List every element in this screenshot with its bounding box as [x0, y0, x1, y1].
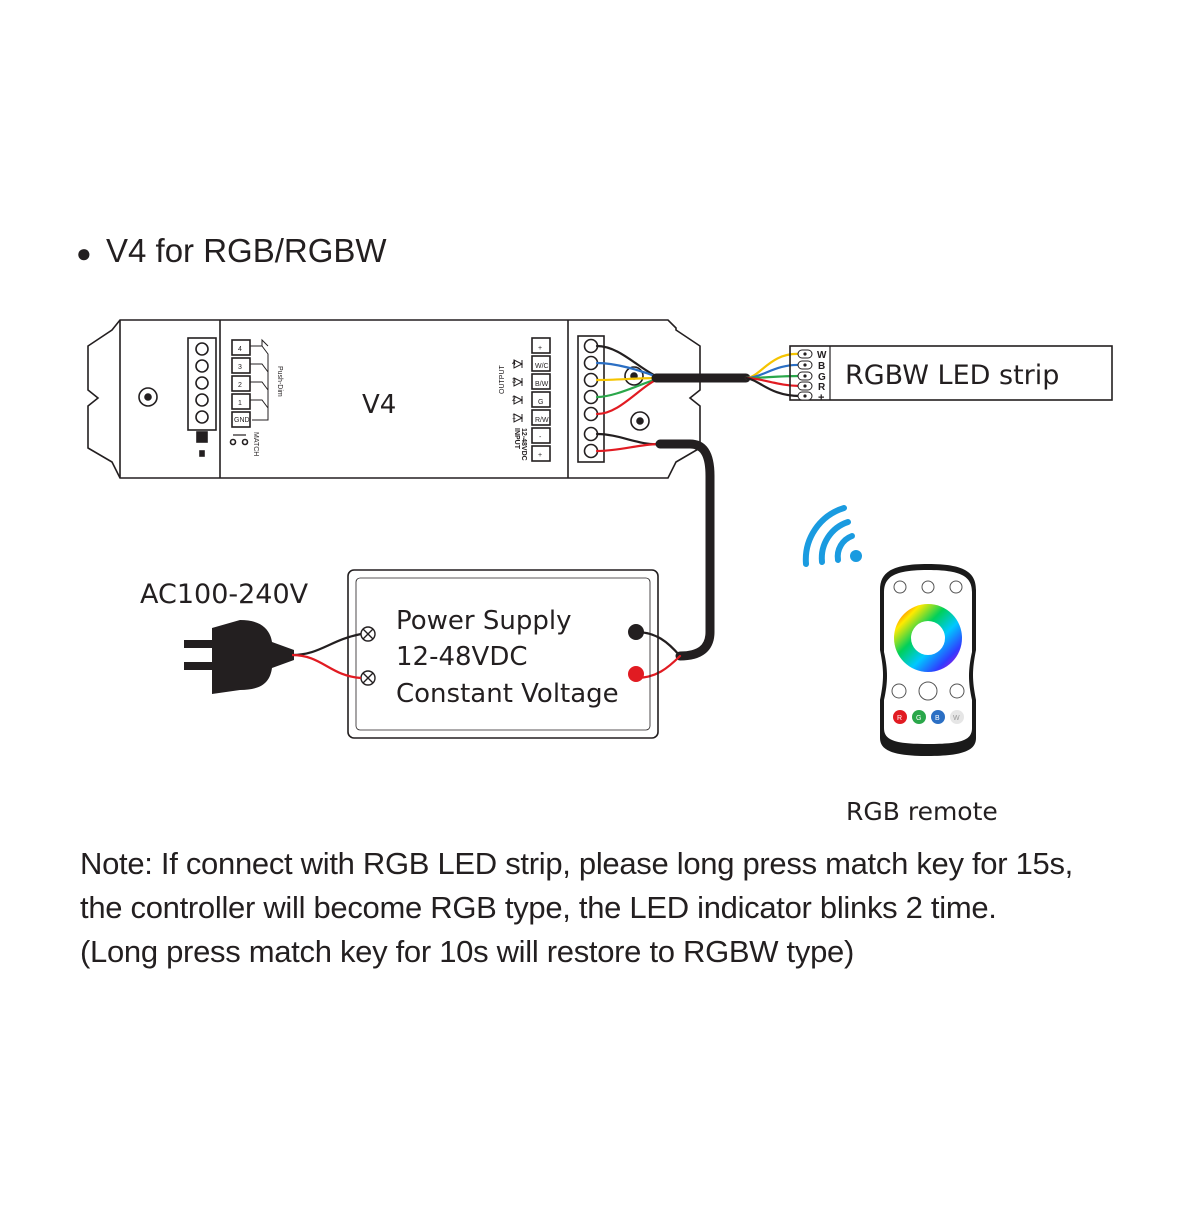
note-label: Note: [80, 846, 153, 881]
key-number-2: 2 [238, 382, 242, 389]
plug-body-icon [212, 620, 294, 694]
channel-number-4: 4 [512, 360, 516, 367]
mount-hole-left [138, 387, 158, 407]
controller-housing [87, 319, 701, 479]
remote-label-w: W [953, 715, 960, 722]
channel-code-bw: B/W [535, 381, 549, 388]
controller-name: V4 [362, 390, 396, 420]
strip-body [789, 345, 1113, 401]
wireless-signal-icon [802, 505, 862, 567]
power-supply-title: Power Supply [396, 606, 571, 636]
power-supply-voltage: 12-48VDC [396, 642, 528, 672]
strip-pin-g: G [818, 372, 826, 383]
channel-code-g: G [538, 399, 543, 406]
mount-hole-right-top [624, 366, 644, 386]
remote-save-button[interactable] [949, 580, 963, 594]
mount-hole-right-bottom [630, 411, 650, 431]
led-indicator [199, 450, 205, 457]
strip-pin-b: B [818, 361, 825, 372]
plug-prong-top [184, 640, 216, 648]
remote-next-button[interactable] [949, 683, 965, 699]
output-label: OUTPUT [499, 365, 506, 395]
remote-label-r: R [897, 715, 902, 722]
key-number-1: 1 [238, 400, 242, 407]
wire-yellow [595, 376, 662, 382]
rgbw-led-strip: W B G R + RGBW LED strip [789, 345, 1113, 404]
note-line-3: (Long press match key for 10s will resto… [80, 934, 854, 969]
v4-controller [87, 319, 701, 479]
heading-title: V4 for RGB/RGBW [106, 232, 387, 269]
key-gnd: GND [234, 417, 250, 424]
wire-blue [595, 361, 662, 380]
power-supply-type: Constant Voltage [396, 679, 619, 709]
remote-blue-button[interactable] [931, 710, 945, 724]
remote-prev-button[interactable] [891, 683, 907, 699]
channel-number-2: 2 [512, 396, 516, 403]
terminal-plus-top: + [538, 345, 542, 352]
remote-caption: RGB remote [846, 797, 998, 826]
match-label: MATCH [252, 432, 259, 456]
rgb-remote: R G B W RGB remote [846, 564, 998, 826]
power-supply: Power Supply 12-48VDC Constant Voltage [347, 569, 659, 739]
match-key[interactable] [196, 431, 208, 443]
wire-white [595, 344, 662, 380]
channel-code-rw: R/W [535, 417, 549, 424]
note-block: Note: If connect with RGB LED strip, ple… [80, 842, 1160, 974]
remote-onoff-button[interactable] [918, 681, 938, 701]
output-wires [595, 344, 802, 416]
heading-bullet: ● [76, 238, 92, 268]
strip-pin-r: R [818, 382, 826, 393]
channel-number-3: 3 [512, 378, 516, 385]
push-dim-label: Push-Dim [276, 366, 283, 397]
plug-prong-bottom [184, 662, 216, 670]
terminal-minus: - [539, 434, 542, 441]
note-text-1: If connect with RGB LED strip, please lo… [152, 846, 1073, 881]
remote-red-button[interactable] [893, 710, 907, 724]
dc-positive-terminal [628, 666, 644, 682]
input-voltage-label: 12-48VDC [520, 428, 527, 461]
ac-voltage-label: AC100-240V [140, 579, 309, 610]
remote-label-b: B [935, 715, 940, 722]
output-terminal-block [577, 335, 605, 463]
key-number-3: 3 [238, 364, 242, 371]
key-terminal-block [187, 337, 217, 431]
dc-power-cable [655, 439, 715, 661]
remote-green-button[interactable] [912, 710, 926, 724]
remote-play-button[interactable] [921, 580, 935, 594]
remote-label-g: G [916, 715, 921, 722]
power-input-wires [595, 432, 715, 680]
remote-white-button[interactable] [950, 710, 964, 724]
heading: ● V4 for RGB/RGBW [76, 232, 387, 269]
ac-plug: AC100-240V [140, 579, 362, 694]
power-supply-box [347, 569, 659, 739]
note-line-2: the controller will become RGB type, the… [80, 890, 997, 925]
controller-labels: 4 3 2 1 GND Push-Dim MATCH V4 OUTPUT 4 3… [234, 345, 549, 461]
channel-code-wc: W/C [535, 363, 549, 370]
strip-pin-plus: + [818, 392, 824, 404]
channel-number-1: 1 [512, 414, 516, 421]
remote-power-button[interactable] [893, 580, 907, 594]
terminal-plus-bottom: + [538, 452, 542, 459]
key-number-4: 4 [238, 346, 242, 353]
input-label: INPUT [513, 428, 520, 450]
dc-negative-terminal [628, 624, 644, 640]
strip-pin-w: W [817, 350, 827, 361]
strip-label: RGBW LED strip [845, 360, 1059, 391]
note-line-1: Note: If connect with RGB LED strip, ple… [80, 842, 1160, 886]
